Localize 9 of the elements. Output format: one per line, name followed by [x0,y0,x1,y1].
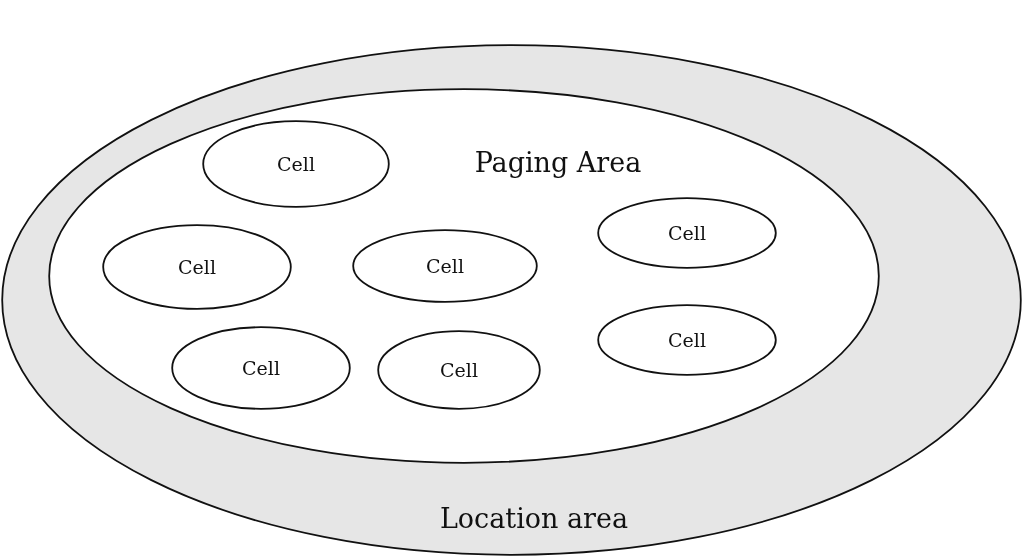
area-label: Location area [439,502,629,534]
area-label: Paging Area [474,146,642,178]
cell-label: Cell [668,329,706,351]
cell-label: Cell [242,357,280,379]
cell-label: Cell [668,222,706,244]
cell-label: Cell [426,255,464,277]
cell-label: Cell [440,359,478,381]
cell-label: Cell [277,153,315,175]
cell-label: Cell [178,256,216,278]
